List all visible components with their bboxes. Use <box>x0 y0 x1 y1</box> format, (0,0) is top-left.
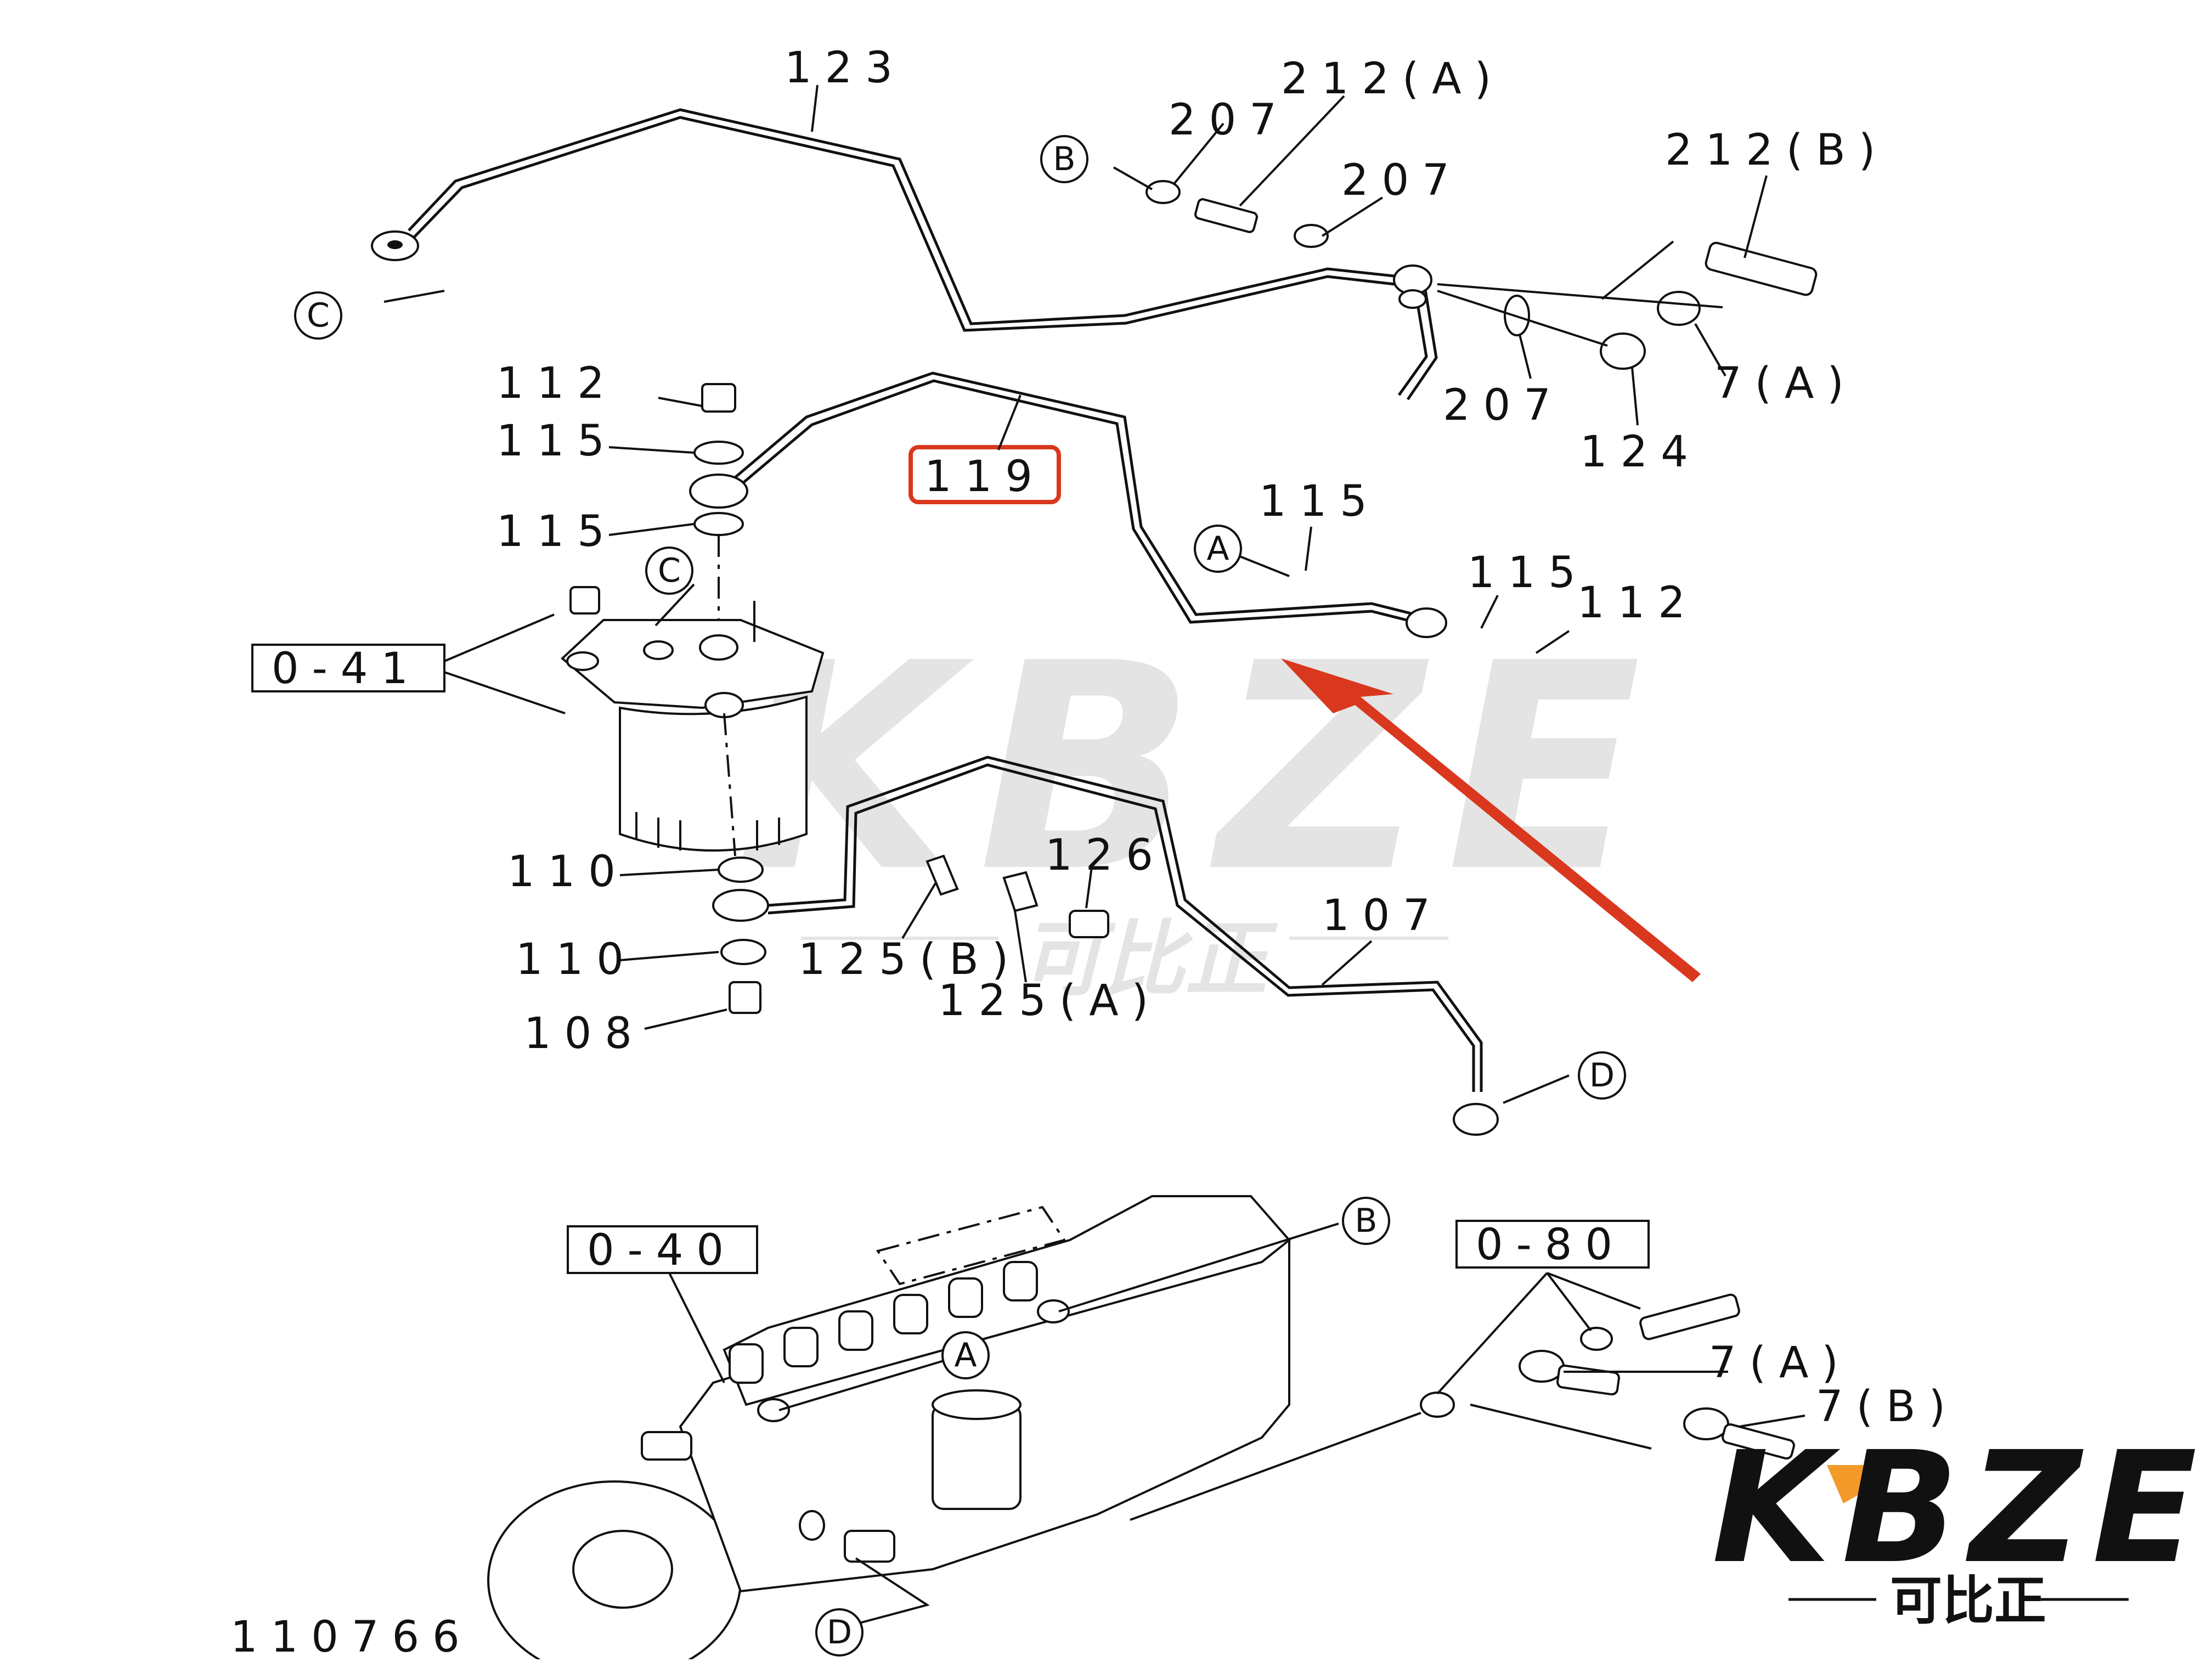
logo-chinese: 可比正 <box>1890 1571 2046 1631</box>
circle-ref-c-left: C <box>307 296 330 335</box>
logo-brand: KBZE <box>1712 1419 2208 1598</box>
callout-108: 108 <box>524 1009 645 1058</box>
callout-212a: 212(A) <box>1281 54 1504 104</box>
circle-ref-c-filter: C <box>658 551 681 590</box>
pipe-107 <box>768 756 1499 1136</box>
watermark-chinese: 可比正 <box>1020 912 1278 1007</box>
figure-id: 110766 <box>230 1613 473 1659</box>
pipe-123 <box>371 108 1405 332</box>
callout-110-a: 110 <box>507 847 629 897</box>
highlight-annotation <box>909 445 1701 982</box>
boxed-references: 0-41 0-40 0-80 <box>251 644 1650 1275</box>
callout-115-a: 115 <box>496 416 618 466</box>
circle-ref-d-top: D <box>1589 1056 1615 1095</box>
watermark-center: KBZE 可比正 <box>735 602 1663 1007</box>
callout-126: 126 <box>1045 831 1166 880</box>
watermark-brand: KBZE <box>735 602 1663 934</box>
callout-125a: 125(A) <box>938 976 1161 1026</box>
circle-refs: B C C A D B A D <box>294 135 1626 1657</box>
callout-115-d: 115 <box>1468 548 1589 598</box>
callout-numbers: 123 212(A) 207 207 212(B) 207 7(A) 124 1… <box>496 43 1959 1432</box>
ref-0-40: 0-40 <box>587 1226 737 1275</box>
circle-ref-a-top: A <box>1206 529 1229 568</box>
callout-207-a: 207 <box>1169 95 1290 145</box>
callout-125b: 125(B) <box>798 935 1022 984</box>
callout-110-b: 110 <box>516 935 637 984</box>
ref-0-41: 0-41 <box>272 644 421 694</box>
circle-ref-b-top: B <box>1053 140 1075 178</box>
callout-112-a: 112 <box>496 359 618 408</box>
leader-lines-lower <box>665 1222 1339 1628</box>
leader-lines <box>383 84 1768 1104</box>
pipe-119 <box>734 371 1447 638</box>
highlight-box-119 <box>909 445 1061 504</box>
callout-107: 107 <box>1322 891 1443 940</box>
ref-0-80: 0-80 <box>1476 1220 1626 1270</box>
kbze-logo: KBZE 可比正 <box>1712 1419 2208 1631</box>
injection-pump-assembly <box>487 1195 1291 1662</box>
callout-7a-bottom: 7(A) <box>1709 1338 1852 1388</box>
fitting-group-upper <box>1146 180 1818 401</box>
callout-123: 123 <box>785 43 906 93</box>
circle-ref-b-bottom: B <box>1355 1202 1377 1240</box>
logo-accent <box>1827 1465 1865 1503</box>
fuel-filter-assembly <box>560 383 825 1014</box>
callout-115-b: 115 <box>496 507 618 556</box>
circle-ref-d-bottom: D <box>827 1613 852 1652</box>
circle-ref-a-bottom: A <box>954 1336 977 1374</box>
callout-207-b: 207 <box>1341 156 1463 205</box>
callout-212b: 212(B) <box>1665 126 1888 175</box>
callout-112-b: 112 <box>1577 578 1699 628</box>
callout-7a-top: 7(A) <box>1714 359 1857 408</box>
red-arrow <box>1281 658 1701 982</box>
callout-115-c: 115 <box>1259 477 1380 526</box>
callout-124: 124 <box>1580 427 1701 477</box>
callout-7b-bottom: 7(B) <box>1816 1382 1959 1432</box>
fitting-group-lower <box>1130 1272 1805 1521</box>
callout-119: 119 <box>924 452 1046 502</box>
callout-207-c: 207 <box>1443 381 1564 430</box>
